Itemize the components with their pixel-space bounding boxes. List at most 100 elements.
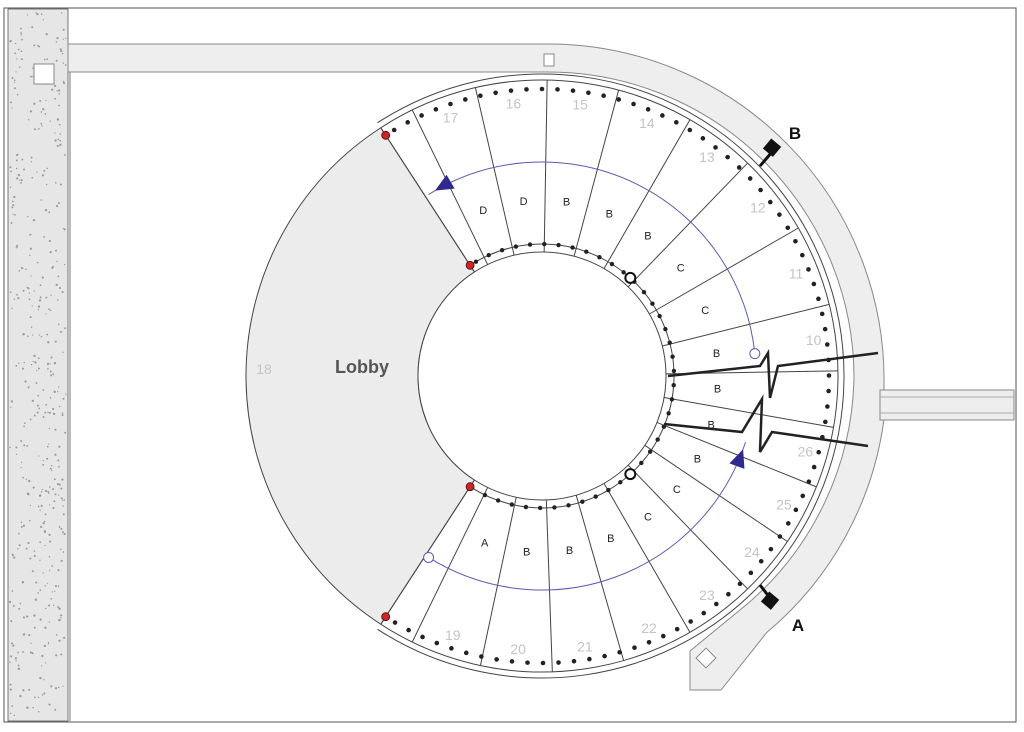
tread-type-letter: C: [677, 263, 685, 275]
speckle: [49, 569, 51, 571]
speckle: [55, 654, 58, 657]
speckle: [62, 62, 65, 64]
speckle: [62, 505, 64, 507]
speckle: [63, 532, 66, 536]
speckle: [49, 363, 51, 365]
speckle: [17, 664, 20, 667]
partial-tread-type: B: [714, 383, 721, 395]
baluster-outer: [793, 238, 798, 244]
wall-texture: [8, 12, 67, 717]
speckle: [56, 205, 59, 208]
speckle: [22, 616, 26, 619]
baluster-outer: [825, 404, 830, 409]
wall-pier: [543, 53, 555, 67]
baluster-inner: [597, 254, 602, 260]
baluster-outer: [602, 653, 607, 659]
speckle: [42, 389, 45, 391]
newel-post: [465, 482, 475, 492]
riser-line: [474, 87, 515, 256]
speckle: [18, 270, 21, 272]
baluster-inner: [667, 340, 672, 345]
speckle: [11, 206, 14, 209]
speckle: [53, 500, 56, 503]
speckle: [65, 37, 67, 40]
speckle: [58, 607, 61, 610]
speckle: [62, 81, 66, 85]
speckle: [56, 144, 59, 147]
speckle: [50, 464, 53, 467]
speckle: [16, 293, 18, 296]
break-lines: [663, 348, 879, 453]
speckle: [44, 513, 47, 516]
baluster-outer: [819, 311, 825, 317]
speckle: [33, 102, 36, 105]
speckle: [27, 287, 30, 290]
newel-post: [465, 260, 475, 270]
speckle: [39, 541, 42, 544]
speckle: [33, 414, 36, 417]
baluster-outer: [673, 120, 679, 125]
speckle: [48, 239, 51, 243]
speckle: [49, 397, 52, 399]
baluster-outer: [555, 87, 560, 92]
speckle: [20, 34, 22, 36]
speckle: [48, 556, 51, 558]
tread-type-letter: B: [694, 454, 701, 466]
speckle: [47, 643, 50, 645]
baluster-outer: [660, 633, 666, 639]
tread-number: 21: [577, 639, 593, 655]
speckle: [57, 459, 60, 462]
speckle: [26, 706, 29, 709]
speckle: [57, 323, 60, 326]
baluster-inner: [639, 460, 644, 466]
riser-line: [575, 495, 625, 661]
speckle: [16, 177, 19, 180]
riser-line: [664, 397, 834, 428]
speckle: [54, 687, 58, 690]
speckle: [13, 714, 16, 717]
corridor: [879, 389, 1015, 421]
speckle: [62, 80, 65, 83]
baluster-outer: [758, 187, 763, 193]
speckle: [53, 390, 56, 393]
speckle: [32, 486, 35, 489]
speckle: [57, 275, 60, 278]
speckle: [54, 340, 57, 343]
speckle: [62, 685, 64, 687]
speckle: [58, 639, 61, 642]
tread-number: 13: [699, 149, 715, 165]
speckle: [49, 251, 52, 254]
walkline-arrow-down: [729, 449, 745, 469]
balusters: [381, 86, 832, 666]
outer-rim: [380, 79, 839, 673]
speckle: [26, 445, 28, 447]
speckle: [51, 591, 53, 593]
baluster-inner: [495, 498, 501, 503]
speckle: [36, 411, 39, 414]
speckle: [13, 298, 16, 300]
speckle: [52, 407, 55, 411]
baluster-outer: [631, 101, 636, 107]
speckle: [41, 694, 44, 696]
baluster-inner: [650, 301, 655, 306]
baluster-outer: [687, 127, 693, 133]
speckle: [36, 171, 38, 173]
speckle: [59, 139, 61, 142]
speckle: [35, 581, 38, 584]
speckle: [52, 488, 55, 491]
tread-number: 17: [443, 110, 459, 126]
speckle: [50, 374, 53, 377]
speckle: [43, 236, 45, 238]
speckle: [62, 397, 65, 400]
speckle: [40, 335, 43, 338]
speckle: [11, 590, 14, 592]
speckle: [20, 466, 22, 469]
speckle: [15, 446, 18, 449]
baluster-inner: [661, 424, 667, 429]
riser-line: [573, 89, 620, 257]
tread-number: 11: [789, 265, 804, 281]
speckle: [16, 58, 18, 60]
speckle: [10, 655, 13, 658]
speckle: [31, 652, 34, 655]
speckle: [14, 214, 16, 216]
